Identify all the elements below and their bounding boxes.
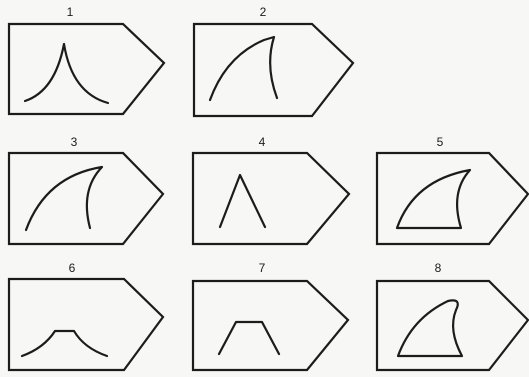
panel-2: 2 [194,5,353,116]
panel-3: 3 [9,135,163,244]
panel-number: 5 [437,135,444,149]
panel-number: 4 [259,135,266,149]
panel-outline [377,153,528,244]
panel-1: 1 [9,5,164,114]
panel-6: 6 [9,261,163,370]
panel-number: 7 [259,261,266,275]
panel-8: 8 [377,261,528,370]
panel-5: 5 [377,135,528,244]
profile-line [398,300,462,356]
panel-number: 1 [67,5,74,19]
panel-outline [9,279,163,370]
panel-outline [9,153,163,244]
profile-line [397,170,470,228]
profile-line [22,331,107,356]
panel-number: 6 [69,261,76,275]
profile-line [26,167,102,230]
panel-number: 3 [71,135,78,149]
panel-number: 8 [435,261,442,275]
panel-outline [9,24,164,114]
panel-4: 4 [193,135,349,244]
panel-outline [193,153,349,244]
panel-number: 2 [260,5,267,19]
profile-line [220,175,265,227]
profile-line [210,37,277,100]
panel-7: 7 [193,261,348,370]
profile-line [25,44,108,103]
panel-outline [193,281,348,370]
profile-line [219,322,279,354]
